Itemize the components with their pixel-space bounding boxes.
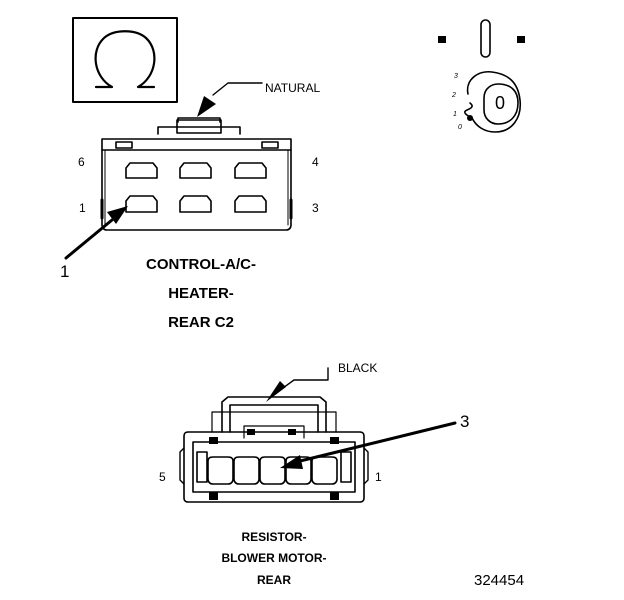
wire-color-label-black: BLACK <box>338 361 378 375</box>
switch-position-1: 1 <box>453 111 457 118</box>
ohm-icon <box>72 17 178 103</box>
pin-label-1: 1 <box>79 201 86 215</box>
rotary-switch-icon <box>438 19 525 133</box>
switch-position-0: 0 <box>458 124 462 131</box>
pin-label-5: 5 <box>159 470 166 484</box>
connector-name-top-line-3: REAR C2 <box>168 314 234 331</box>
switch-position-3: 3 <box>454 73 458 80</box>
figure-number: 324454 <box>474 572 525 589</box>
connector-name-top-line-2: HEATER- <box>168 285 234 302</box>
connector-name-bottom-line-2: BLOWER MOTOR- <box>221 551 327 565</box>
wire-color-label-natural: NATURAL <box>265 81 321 95</box>
connector-name-bottom-line-1: RESISTOR- <box>241 530 307 544</box>
callout-1: 1 <box>60 262 70 281</box>
callout-3: 3 <box>460 412 470 431</box>
connector-top-drawing <box>64 82 293 260</box>
pin-label-6: 6 <box>78 155 85 169</box>
connector-bottom-drawing <box>179 367 457 503</box>
pin-label-4: 4 <box>312 155 319 169</box>
switch-position-2: 2 <box>452 92 456 99</box>
connector-name-bottom-line-3: REAR <box>256 573 291 587</box>
connector-name-top-line-1: CONTROL-A/C- <box>146 256 256 273</box>
switch-knob-value: 0 <box>495 93 506 113</box>
pin-label-1-bottom: 1 <box>375 470 382 484</box>
pin-label-3: 3 <box>312 201 319 215</box>
